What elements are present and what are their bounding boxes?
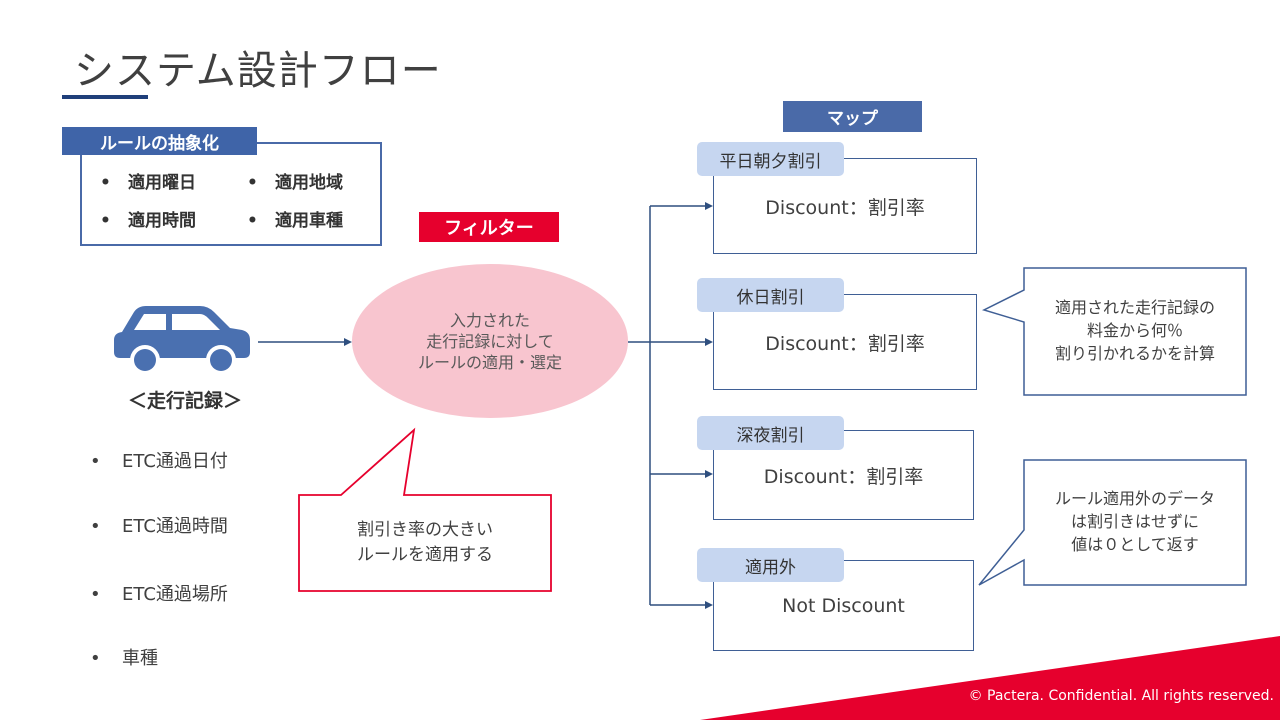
record-item: •ETC通過時間 <box>90 516 228 537</box>
title-underline <box>62 95 148 99</box>
discount-tag: 休日割引 <box>697 278 844 312</box>
note-bottom-text: ルール適用外のデータ は割引きはせずに 値は０として返す <box>1054 489 1215 554</box>
note-top-text: 適用された走行記録の 料金から何％ 割り引かれるかを計算 <box>1054 298 1215 363</box>
car-icon <box>114 306 250 375</box>
discount-tag: 適用外 <box>697 548 844 582</box>
ellipse-line: ルールの適用・選定 <box>417 352 562 372</box>
filter-label: フィルター <box>419 212 559 242</box>
rule-item: •適用車種 <box>247 211 343 231</box>
record-item: •ETC通過場所 <box>90 584 228 605</box>
record-label: ＜走行記録＞ <box>127 390 242 412</box>
record-item: •ETC通過日付 <box>90 451 228 472</box>
ellipse-line: 走行記録に対して <box>426 331 554 351</box>
page-title: システム設計フロー <box>74 48 442 94</box>
callout-left-text: 割引き率の大きい ルールを適用する <box>357 520 493 565</box>
map-label: マップ <box>783 101 922 132</box>
record-item: •車種 <box>90 648 158 669</box>
footer-copyright: © Pactera. Confidential. All rights rese… <box>968 688 1274 704</box>
ellipse-line: 入力された <box>449 310 530 330</box>
discount-tag: 平日朝夕割引 <box>697 142 844 176</box>
note-top-shape <box>981 267 1247 396</box>
rule-item: •適用時間 <box>100 211 196 231</box>
rule-item: •適用地域 <box>247 173 343 193</box>
footer-band <box>700 636 1280 720</box>
callout-left-shape <box>298 427 552 592</box>
discount-tag: 深夜割引 <box>697 416 844 450</box>
note-bottom-shape <box>978 459 1247 586</box>
rules-label: ルールの抽象化 <box>62 127 257 155</box>
filter-ellipse: 入力された 走行記録に対して ルールの適用・選定 <box>352 264 628 418</box>
rule-item: •適用曜日 <box>100 173 196 193</box>
